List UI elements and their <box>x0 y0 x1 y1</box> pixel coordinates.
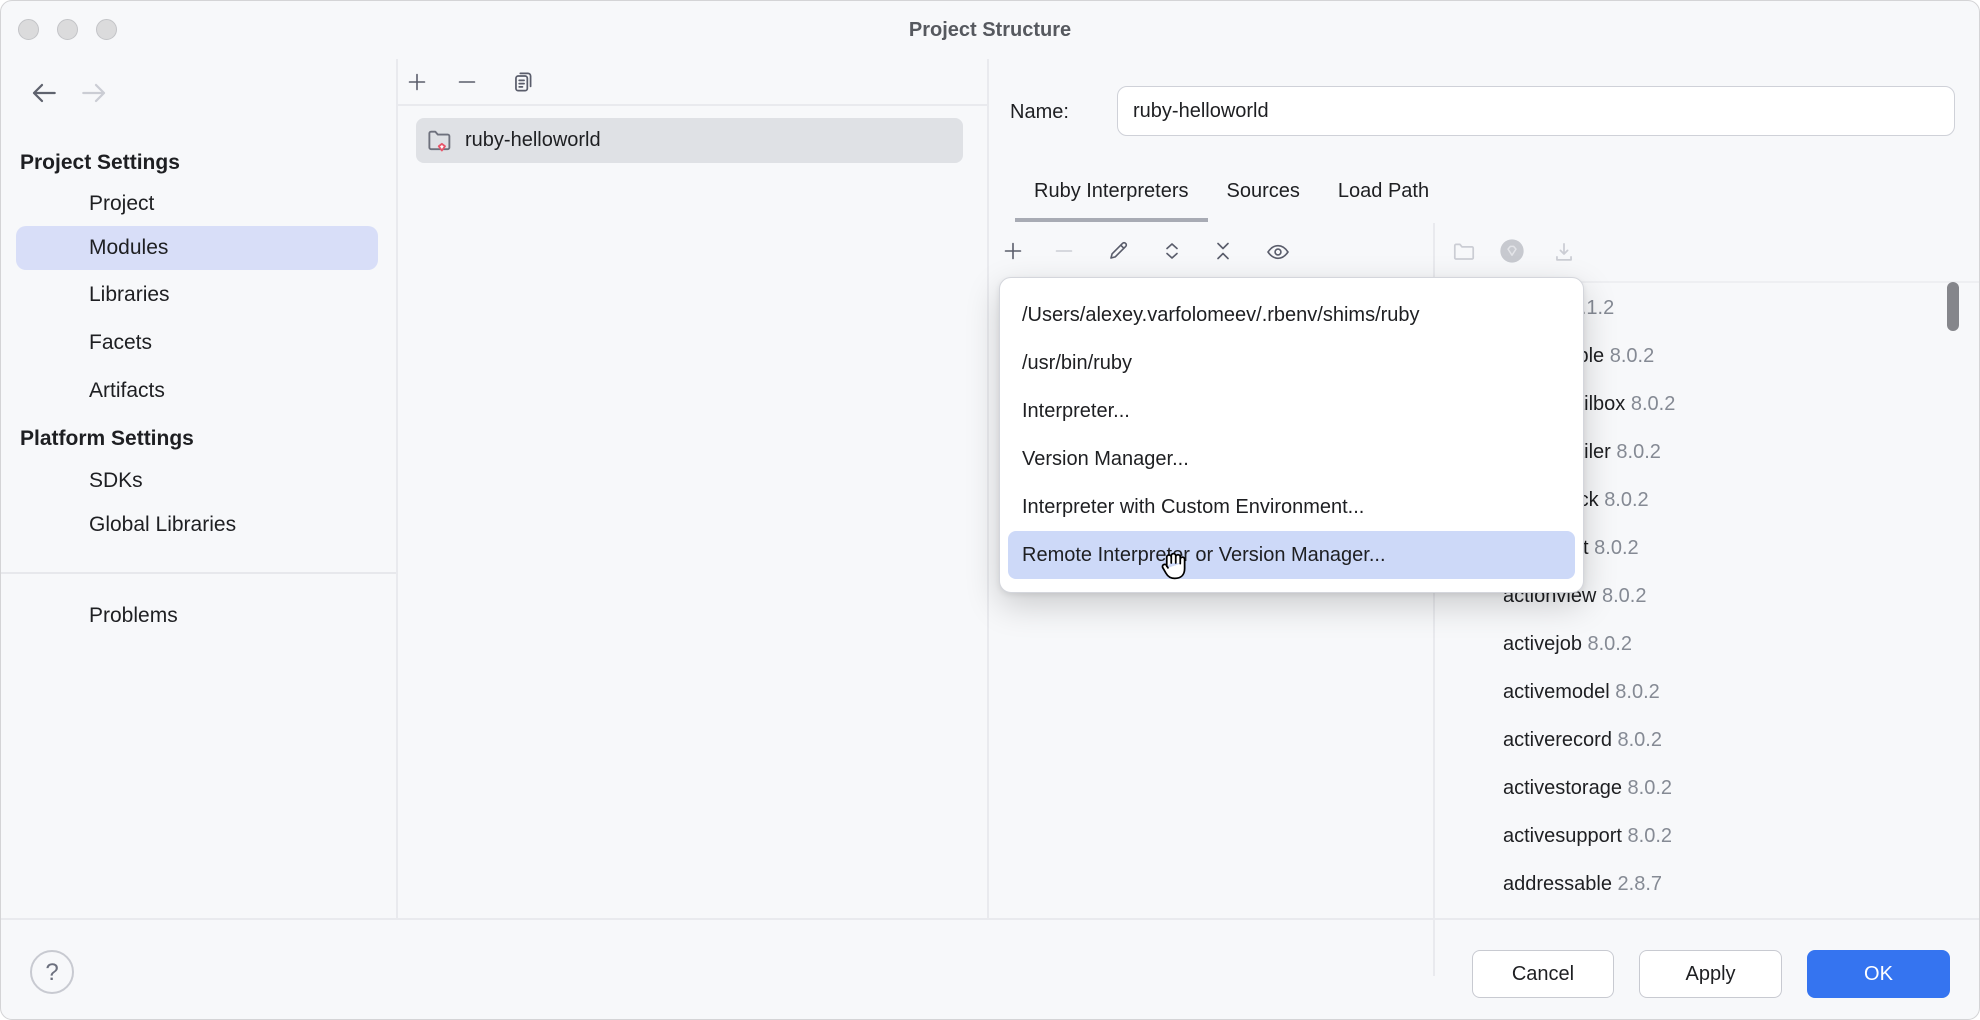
sidebar-item-facets[interactable]: Facets <box>89 331 153 354</box>
dialog-footer: ? Cancel Apply OK <box>1 918 1979 1019</box>
back-arrow-icon[interactable] <box>27 77 61 109</box>
menu-item-rbenv-ruby[interactable]: /Users/alexey.varfolomeev/.rbenv/shims/r… <box>1022 304 1420 326</box>
remove-interpreter-icon[interactable] <box>1052 239 1076 263</box>
gem-list-item[interactable]: activemodel 8.0.2 <box>1503 681 1660 703</box>
sidebar-item-artifacts[interactable]: Artifacts <box>89 379 165 402</box>
modules-details-divider <box>987 59 989 918</box>
collapse-all-icon[interactable] <box>1211 239 1235 263</box>
module-name: ruby-helloworld <box>465 129 601 151</box>
minimize-window-button[interactable] <box>57 19 78 40</box>
sidebar-divider <box>396 59 398 918</box>
sidebar-item-libraries[interactable]: Libraries <box>89 283 170 306</box>
tab-sources[interactable]: Sources <box>1226 180 1300 202</box>
section-header-project-settings: Project Settings <box>20 151 180 174</box>
forward-arrow-icon[interactable] <box>77 77 111 109</box>
sidebar-item-modules-selected[interactable]: Modules <box>16 226 378 270</box>
ok-button[interactable]: OK <box>1807 950 1950 998</box>
sidebar-item-project[interactable]: Project <box>89 192 155 215</box>
menu-item-version-manager[interactable]: Version Manager... <box>1022 448 1189 470</box>
menu-item-interpreter[interactable]: Interpreter... <box>1022 400 1130 422</box>
close-window-button[interactable] <box>18 19 39 40</box>
add-module-icon[interactable] <box>405 70 429 94</box>
sidebar-separator <box>1 572 396 574</box>
gem-icon[interactable] <box>1498 237 1526 265</box>
maximize-window-button[interactable] <box>96 19 117 40</box>
section-header-platform-settings: Platform Settings <box>20 427 194 450</box>
copy-module-icon[interactable] <box>510 69 536 95</box>
help-button[interactable]: ? <box>30 950 74 994</box>
titlebar: Project Structure <box>1 1 1979 59</box>
sidebar-item-problems[interactable]: Problems <box>89 604 178 627</box>
gems-toolbar-divider <box>1434 281 1979 283</box>
gem-list-item[interactable]: activesupport 8.0.2 <box>1503 825 1673 847</box>
details-tabs: Ruby Interpreters Sources Load Path <box>1015 164 1448 222</box>
download-gem-icon[interactable] <box>1551 239 1577 265</box>
name-label: Name: <box>1010 101 1069 123</box>
apply-button[interactable]: Apply <box>1639 950 1782 998</box>
module-details-pane: Name: Ruby Interpreters Sources Load Pat… <box>988 59 1979 976</box>
gem-list-item[interactable]: activejob 8.0.2 <box>1503 633 1632 655</box>
module-list-item[interactable]: ruby-helloworld <box>416 118 963 163</box>
gems-scrollbar[interactable] <box>1947 282 1959 331</box>
add-interpreter-icon[interactable] <box>1001 239 1025 263</box>
modules-pane: ruby-helloworld <box>397 59 987 918</box>
show-hidden-eye-icon[interactable] <box>1265 239 1291 265</box>
edit-interpreter-icon[interactable] <box>1106 239 1130 263</box>
sidebar-item-global-libraries[interactable]: Global Libraries <box>89 513 237 536</box>
hand-cursor <box>1153 547 1193 587</box>
cancel-button[interactable]: Cancel <box>1472 950 1614 998</box>
interpreters-gems-divider <box>1433 223 1435 976</box>
remove-module-icon[interactable] <box>455 70 479 94</box>
menu-item-custom-environment[interactable]: Interpreter with Custom Environment... <box>1022 496 1365 518</box>
gem-folder-icon[interactable] <box>1451 239 1477 265</box>
window-title: Project Structure <box>908 19 1072 41</box>
gem-list-item[interactable]: activerecord 8.0.2 <box>1503 729 1662 751</box>
add-interpreter-menu: /Users/alexey.varfolomeev/.rbenv/shims/r… <box>999 277 1584 593</box>
menu-item-remote-interpreter[interactable]: Remote Interpreter or Version Manager... <box>1008 531 1575 579</box>
menu-item-usr-bin-ruby[interactable]: /usr/bin/ruby <box>1022 352 1133 374</box>
sidebar-item-sdks[interactable]: SDKs <box>89 469 143 492</box>
tab-ruby-interpreters[interactable]: Ruby Interpreters <box>1015 164 1208 222</box>
tab-load-path[interactable]: Load Path <box>1337 180 1430 202</box>
expand-all-icon[interactable] <box>1160 239 1184 263</box>
window-controls <box>18 19 117 40</box>
settings-sidebar: Project Settings Project Modules Librari… <box>1 59 396 918</box>
gem-list-item[interactable]: activestorage 8.0.2 <box>1503 777 1673 799</box>
modules-toolbar-divider <box>397 104 987 106</box>
module-name-input[interactable] <box>1117 86 1955 136</box>
gem-list-item[interactable]: addressable 2.8.7 <box>1503 873 1663 895</box>
ruby-module-icon <box>425 126 455 156</box>
